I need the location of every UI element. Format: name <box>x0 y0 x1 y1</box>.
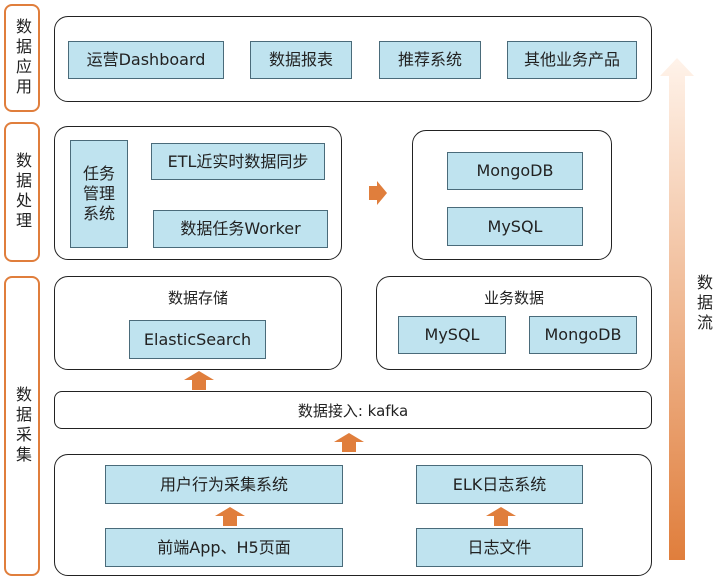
business-title: 业务数据 <box>483 289 544 307</box>
layer-collect-text: 数据采集 <box>13 386 32 466</box>
layer-label-process: 数据处理 <box>4 122 40 262</box>
business-mysql: MySQL <box>398 316 506 354</box>
data-task-worker: 数据任务Worker <box>153 210 328 248</box>
elasticsearch: ElasticSearch <box>129 320 266 359</box>
storage-title: 数据存储 <box>167 289 228 307</box>
layer-label-collect: 数据采集 <box>4 276 40 576</box>
arrow-up-icon <box>184 371 214 390</box>
arrow-up-icon <box>334 433 364 452</box>
user-behavior-collection: 用户行为采集系统 <box>105 465 343 504</box>
arrow-right-icon <box>369 181 387 205</box>
target-mongodb: MongoDB <box>447 152 583 190</box>
layer-label-app: 数据应用 <box>4 4 40 112</box>
arrow-up-icon <box>215 507 245 526</box>
elk-log-system: ELK日志系统 <box>416 465 583 504</box>
task-management-system: 任务管理系统 <box>70 140 128 248</box>
app-other-products: 其他业务产品 <box>507 41 637 79</box>
etl-sync: ETL近实时数据同步 <box>151 143 325 180</box>
ingest-bar: 数据接入: kafka <box>54 391 652 429</box>
business-mongodb: MongoDB <box>529 316 637 354</box>
log-files: 日志文件 <box>416 528 583 567</box>
arrow-up-icon <box>486 507 516 526</box>
layer-process-text: 数据处理 <box>13 152 32 232</box>
ingest-label: 数据接入: kafka <box>297 401 409 420</box>
app-data-report: 数据报表 <box>250 41 352 79</box>
target-mysql: MySQL <box>447 207 583 246</box>
layer-app-text: 数据应用 <box>13 18 32 98</box>
app-recommend-system: 推荐系统 <box>379 41 481 79</box>
data-flow-label: 数据流 <box>694 274 713 334</box>
frontend-app-h5: 前端App、H5页面 <box>105 528 343 567</box>
data-flow-arrow-icon <box>660 58 694 560</box>
app-ops-dashboard: 运营Dashboard <box>68 41 224 79</box>
